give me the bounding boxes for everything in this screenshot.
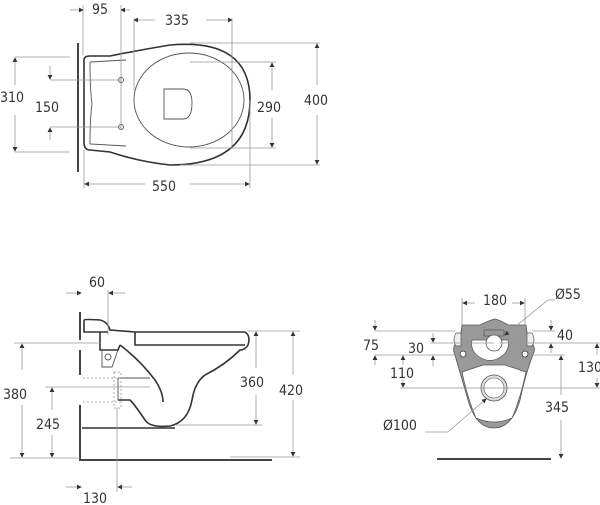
dim-30: 30 [408, 341, 424, 357]
top-view: 95 335 310 150 290 400 550 [0, 2, 328, 195]
bowl-side-outline [83, 318, 250, 428]
dim-400: 400 [304, 93, 328, 109]
dim-dia-55: Ø55 [555, 287, 581, 303]
dim-75: 75 [363, 338, 379, 354]
dim-60: 60 [89, 275, 105, 291]
dim-245: 245 [36, 417, 60, 433]
dim-380: 380 [3, 387, 27, 403]
dim-335: 335 [165, 13, 189, 29]
dim-40: 40 [557, 328, 573, 344]
rim-inner [89, 59, 127, 147]
dim-310: 310 [0, 90, 24, 106]
dim-360: 360 [240, 375, 264, 391]
dim-130: 130 [83, 491, 107, 505]
seat-opening [133, 52, 245, 148]
dim-110: 110 [390, 366, 414, 382]
dim-290: 290 [257, 100, 281, 116]
dim-180: 180 [483, 293, 507, 309]
front-view: 180 Ø55 75 30 40 130 110 345 Ø100 [363, 287, 600, 460]
fixing-hole-icon [459, 350, 467, 358]
dim-dia-100: Ø100 [383, 418, 417, 434]
fixing-hole-icon [104, 353, 112, 361]
fixing-hole-icon [521, 350, 529, 358]
side-view: 60 380 245 360 420 130 [3, 275, 303, 505]
dim-95: 95 [92, 2, 108, 18]
dim-345: 345 [545, 400, 569, 416]
dim-420: 420 [279, 383, 303, 399]
dim-550: 550 [152, 179, 176, 195]
outlet-shape [163, 88, 193, 120]
dim-130-front: 130 [578, 360, 600, 376]
dim-150: 150 [35, 100, 59, 116]
